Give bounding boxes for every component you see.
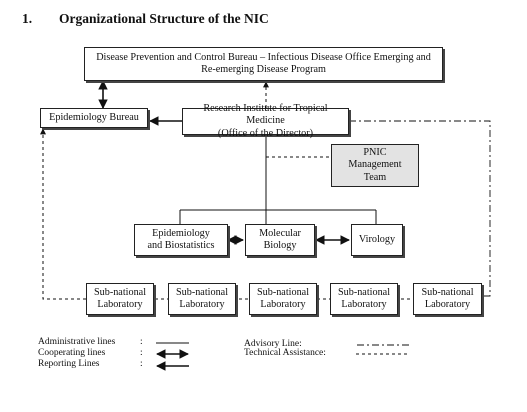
sub-national-lab-4: Sub-national Laboratory [330, 283, 398, 315]
sub-national-lab-3: Sub-national Laboratory [249, 283, 317, 315]
molecular-biology-label: Molecular Biology [259, 227, 301, 251]
legend-cooperating-colon: : [140, 348, 143, 358]
pnic-team-label: PNIC Management Team [348, 147, 402, 183]
sub-national-lab-1-label: Sub-national Laboratory [93, 286, 147, 310]
sub-national-lab-2: Sub-national Laboratory [168, 283, 236, 315]
sub-national-lab-5-label: Sub-national Laboratory [421, 286, 474, 310]
legend-reporting-label: Reporting Lines [38, 359, 100, 369]
legend-technical-label: Technical Assistance: [244, 348, 326, 358]
pnic-team-box: PNIC Management Team [331, 144, 419, 187]
advisory-line-ritm-sub5 [349, 120, 491, 297]
section-title: Organizational Structure of the NIC [59, 11, 269, 26]
ritm-label: Research Institute for Tropical Medicine… [203, 103, 328, 139]
top-bureau-box: Disease Prevention and Control Bureau – … [84, 47, 443, 81]
section-heading: 1. Organizational Structure of the NIC [22, 11, 269, 27]
sub-national-lab-1: Sub-national Laboratory [86, 283, 154, 315]
sub-national-lab-5: Sub-national Laboratory [413, 283, 482, 315]
epi-biostat-box: Epidemiology and Biostatistics [134, 224, 228, 256]
section-number: 1. [22, 11, 33, 26]
epidemiology-bureau-box: Epidemiology Bureau [40, 108, 148, 128]
sub-national-lab-4-label: Sub-national Laboratory [337, 286, 391, 310]
molecular-biology-box: Molecular Biology [245, 224, 315, 256]
ritm-box: Research Institute for Tropical Medicine… [182, 103, 349, 139]
legend-cooperating-label: Cooperating lines [38, 348, 106, 358]
legend-administrative-label: Administrative lines [38, 337, 116, 347]
epi-biostat-label: Epidemiology and Biostatistics [147, 227, 215, 251]
legend-administrative-colon: : [140, 337, 143, 347]
virology-box: Virology [351, 224, 403, 256]
virology-label: Virology [358, 233, 396, 245]
legend-advisory-label: Advisory Line: [244, 339, 302, 349]
top-bureau-label: Disease Prevention and Control Bureau – … [96, 51, 431, 75]
sub-national-lab-3-label: Sub-national Laboratory [256, 286, 310, 310]
epidemiology-bureau-label: Epidemiology Bureau [49, 111, 139, 123]
legend-reporting-colon: : [140, 359, 143, 369]
sub-national-lab-2-label: Sub-national Laboratory [175, 286, 229, 310]
